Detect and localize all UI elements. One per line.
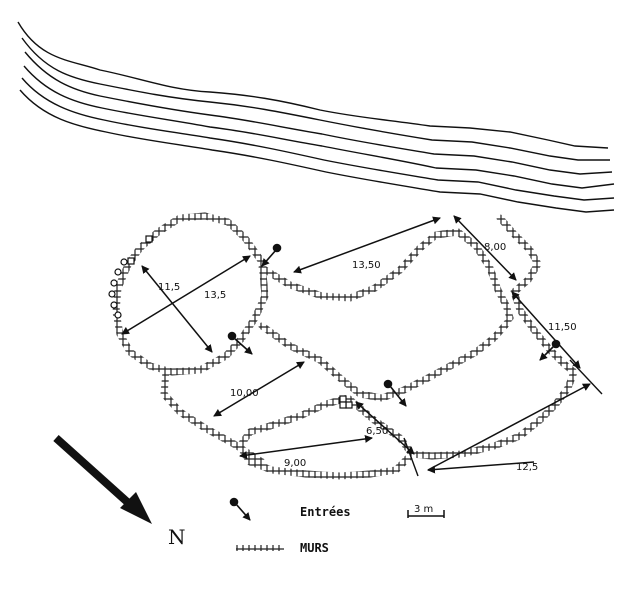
north-arrow: N [53, 435, 186, 549]
entrance-marker-dot [383, 379, 393, 389]
dimension-arrow-10-00 [213, 361, 305, 417]
dimension-arrow-11-5 [121, 255, 251, 335]
dimension-label: 12,5 [516, 462, 538, 473]
legend-entrance-symbol [229, 497, 251, 521]
legend-entrances-label: Entrées [300, 505, 351, 519]
entrance-marker-line [539, 345, 555, 361]
entrance-marker-line [389, 385, 407, 407]
dimension-arrow-9-00 [239, 434, 373, 460]
wall-west-enclosure [112, 212, 269, 376]
contour-line-2 [21, 37, 610, 161]
dimension-arrow-8-00 [453, 215, 517, 281]
dimension-label: 11,50 [548, 322, 577, 333]
dimension-arrows [121, 215, 591, 474]
stone [108, 290, 116, 298]
wall-center-south [258, 318, 512, 402]
entrance-marker-line [233, 337, 253, 355]
stone-square [145, 235, 153, 243]
dimension-label: 8,00 [484, 242, 506, 253]
contour-line-3 [24, 51, 613, 175]
stone [110, 301, 118, 309]
contour-lines [17, 21, 615, 213]
dimension-arrow-11-50 [511, 291, 581, 369]
stones [108, 235, 353, 409]
dimension-label: 11,5 [158, 282, 180, 293]
stone-square [339, 401, 347, 409]
legend-walls-label: MURS [300, 541, 329, 555]
entrance-marker [227, 331, 253, 355]
dimension-arrow-12-5-base [427, 461, 535, 474]
wall-center-north [258, 228, 514, 322]
legend: Entrées MURS 3 m [229, 497, 445, 555]
legend-entrance-line [235, 503, 251, 521]
stone [114, 268, 122, 276]
contour-line-6 [19, 89, 615, 213]
north-label: N [168, 525, 186, 549]
entrance-marker-dot [227, 331, 237, 341]
entrance-markers [227, 243, 561, 407]
dimension-arrow-13-5 [141, 265, 213, 353]
legend-entrance-dot [229, 497, 239, 507]
contour-line-5 [21, 77, 615, 201]
scale-label: 3 m [414, 504, 433, 515]
wall-south-inner [236, 394, 416, 480]
entrance-marker-dot [272, 243, 282, 253]
stone [120, 258, 128, 266]
dimension-arrow-6-50 [355, 401, 415, 455]
entrance-marker [539, 339, 561, 361]
dimension-label: 10,00 [230, 388, 259, 399]
entrance-marker-dot [551, 339, 561, 349]
contour-line-1 [17, 21, 609, 149]
dimension-label: 13,5 [204, 290, 226, 301]
walls [112, 212, 578, 480]
stone [114, 311, 122, 319]
dimension-label: 9,00 [284, 458, 306, 469]
dimension-arrow-12-5 [427, 383, 591, 471]
wall-south-outer [160, 368, 266, 466]
stone [110, 279, 118, 287]
dimension-labels: 11,5 13,5 13,50 8,00 11,50 10,00 6,50 9,… [158, 242, 577, 473]
contour-line-4 [23, 65, 615, 189]
entrance-marker [261, 243, 282, 267]
north-arrow-head [120, 492, 152, 524]
entrance-marker [383, 379, 407, 407]
dimension-label: 13,50 [352, 260, 381, 271]
north-arrow-shaft [53, 435, 137, 511]
stone-square [127, 257, 135, 265]
entrance-marker-line [261, 249, 277, 267]
stone-square [339, 395, 347, 403]
dimension-arrow-13-50 [293, 216, 441, 274]
dimension-label: 6,50 [366, 426, 388, 437]
scale-bar [407, 510, 445, 518]
stone-square [345, 401, 353, 409]
